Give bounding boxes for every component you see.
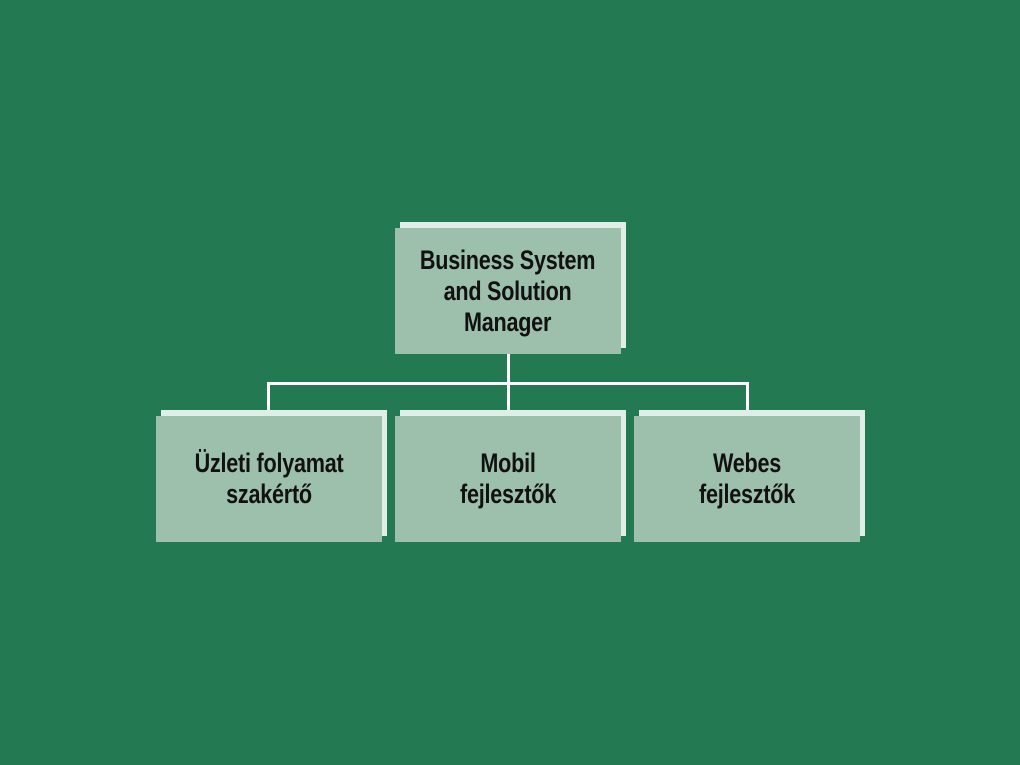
child-node-label: Üzleti folyamat szakértő (194, 448, 344, 509)
child-node-box: Webes fejlesztők (634, 416, 860, 542)
root-node-label: Business System and Solution Manager (420, 244, 596, 337)
child-node-box: Mobil fejlesztők (395, 416, 621, 542)
root-node-box: Business System and Solution Manager (395, 228, 621, 354)
child-node-label: Webes fejlesztők (698, 448, 796, 509)
connector-child-2 (507, 382, 510, 414)
child-node-mobile-developers: Mobil fejlesztők (395, 410, 626, 542)
child-node-business-process-expert: Üzleti folyamat szakértő (156, 410, 387, 542)
child-node-web-developers: Webes fejlesztők (634, 410, 865, 542)
connector-child-1 (267, 382, 270, 414)
root-node: Business System and Solution Manager (395, 222, 626, 354)
connector-root-down (507, 352, 510, 385)
connector-child-3 (746, 382, 749, 414)
child-node-box: Üzleti folyamat szakértő (156, 416, 382, 542)
child-node-label: Mobil fejlesztők (459, 448, 557, 509)
